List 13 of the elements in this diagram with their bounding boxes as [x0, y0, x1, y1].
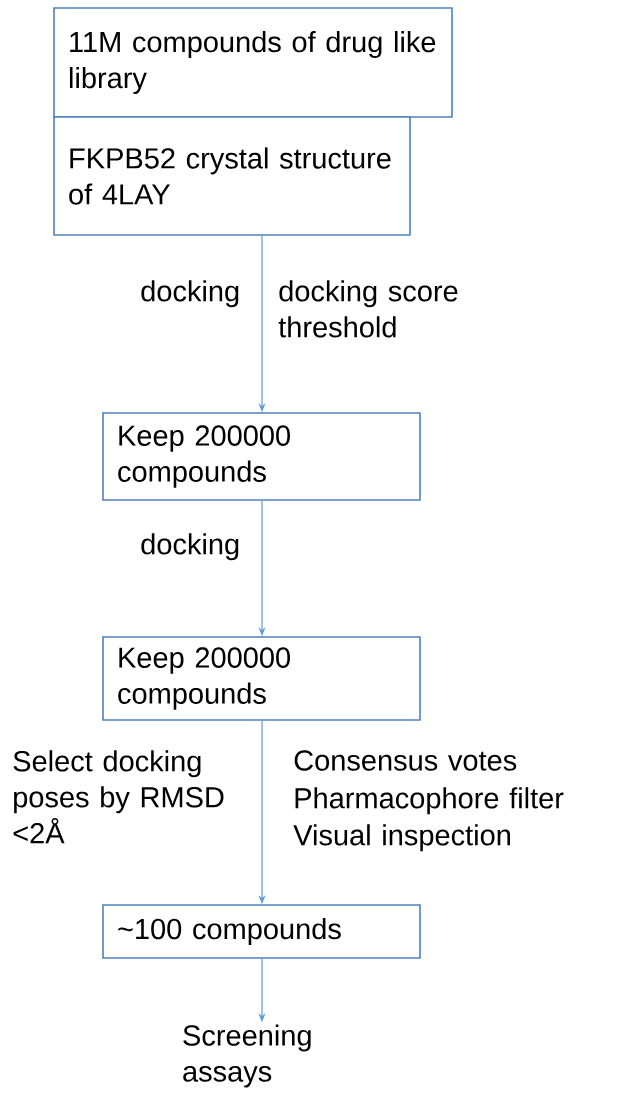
- step-note: docking score threshold: [278, 280, 458, 338]
- process-box: 11M compounds of drug like library: [53, 7, 453, 118]
- step-note: Consensus votes: [294, 750, 517, 771]
- edge-label: docking: [141, 280, 239, 308]
- result-text: Screening assays: [183, 1024, 311, 1088]
- process-box: ~100 compounds: [102, 904, 421, 959]
- process-box: Keep 200000 compounds: [102, 636, 421, 721]
- edge-label: Select docking poses by RMSD <2Å: [13, 750, 224, 844]
- edge-label: docking: [141, 533, 239, 561]
- step-note: Visual inspection: [293, 824, 510, 852]
- process-box: Keep 200000 compounds: [102, 412, 421, 501]
- step-note: Pharmacophore filter: [295, 787, 564, 815]
- process-box: FKPB52 crystal structure of 4LAY: [53, 116, 411, 236]
